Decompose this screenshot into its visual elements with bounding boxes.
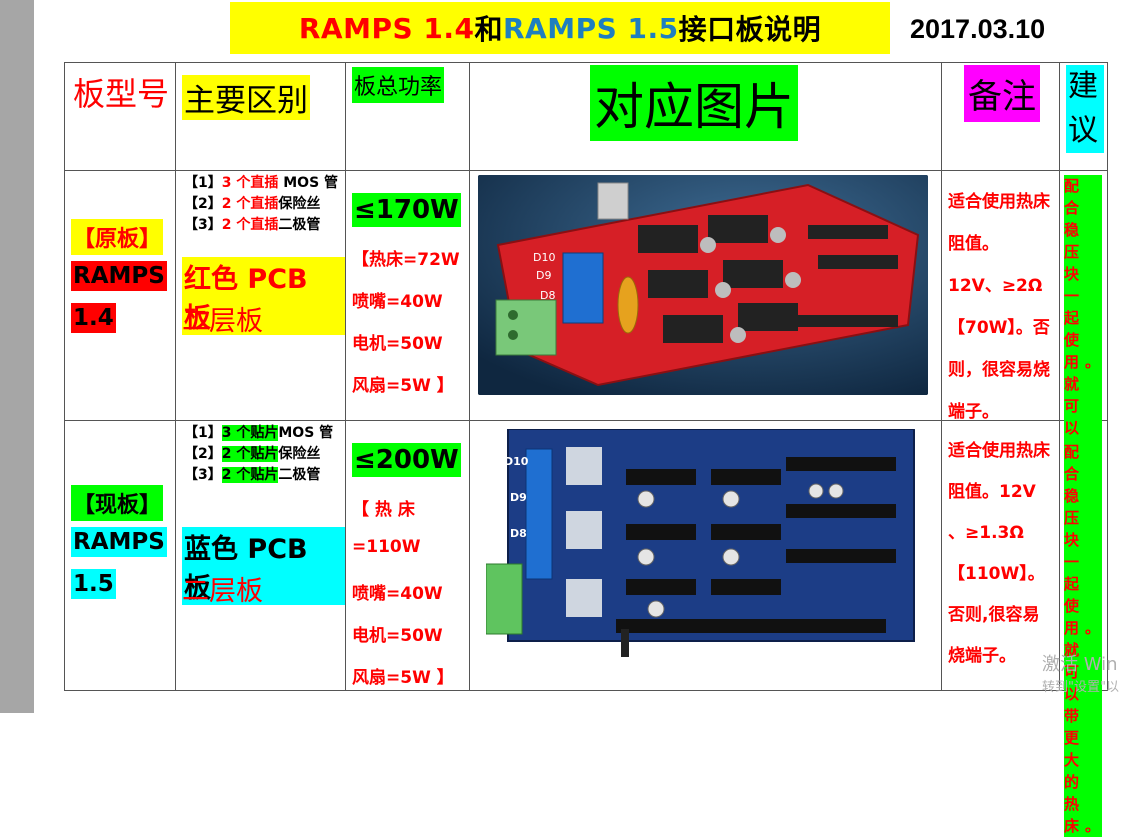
difference-list: 【1】3 个直插 MOS 管 【2】2 个直插保险丝 【3】2 个直插二极管 — [184, 173, 338, 236]
difference-cell: 【1】3 个直插 MOS 管 【2】2 个直插保险丝 【3】2 个直插二极管 红… — [175, 170, 346, 421]
power-item: 喷嘴=40W — [352, 292, 443, 312]
title-suffix: 接口板说明 — [678, 13, 822, 46]
notes-cell: 适合使用热床阻值。12V 、≥1.3Ω【110W】。否则,很容易烧端子。 — [941, 420, 1060, 691]
document-title: RAMPS 1.4 和 RAMPS 1.5 接口板说明 — [230, 2, 890, 54]
board-label-d8: D8 — [510, 527, 527, 540]
model-cell: 【现板】 RAMPS 1.5 — [64, 420, 176, 691]
table-row: 【现板】 RAMPS 1.5 【1】3 个贴片MOS 管 【2】2 个贴片保险丝… — [64, 420, 1108, 837]
pcb-color: 蓝色 PCB 板 — [182, 527, 345, 605]
model-cell: 【原板】 RAMPS 1.4 — [64, 170, 176, 421]
notes-cell: 适合使用热床阻值。12V、≥2Ω【70W】。否则，很容易烧端子。 — [941, 170, 1060, 422]
note-text: 适合使用热床阻值。12V 、≥1.3Ω【110W】。否则,很容易烧端子。 — [948, 441, 1050, 666]
board-label-d9: D9 — [510, 491, 527, 504]
power-item: 【热床=72W — [352, 250, 460, 270]
model-tag: 【原板】 — [71, 219, 164, 255]
header-model: 板型号 — [73, 75, 170, 113]
power-item: 电机=50W — [352, 626, 443, 646]
board-label-d8: D8 — [540, 289, 555, 302]
board-label-d9: D9 — [536, 269, 551, 282]
header-advice: 建议 — [1066, 65, 1104, 153]
power-item: 电机=50W — [352, 334, 443, 354]
power-item: 【 热 床 — [352, 500, 415, 520]
pcb-layers: 二层板 — [182, 576, 263, 607]
advice-cell: 配合稳压块一起使用。就可以带更大的热床。 — [1059, 170, 1108, 571]
header-advice-cell: 建议 — [1059, 62, 1108, 171]
power-cell: ≤170W 【热床=72W 喷嘴=40W 电机=50W 风扇=5W 】 — [345, 170, 470, 421]
power-total: ≤200W — [352, 443, 461, 477]
power-cell: ≤200W 【 热 床 =110W 喷嘴=40W 电机=50W 风扇=5W 】 — [345, 420, 470, 691]
header-picture-cell: 对应图片 — [469, 62, 942, 171]
list-item: 【1】3 个直插 MOS 管 — [184, 175, 339, 191]
ramps14-board-image: D10 D9 D8 — [478, 175, 928, 395]
list-item: 【2】2 个直插保险丝 — [184, 196, 321, 212]
board-label-d10: D10 — [533, 251, 555, 264]
header-row: 板型号 主要区别 板总功率 对应图片 备注 建议 — [64, 62, 1108, 171]
header-notes: 备注 — [964, 65, 1040, 122]
header-difference: 主要区别 — [182, 75, 310, 120]
power-total: ≤170W — [352, 193, 461, 227]
model-name-line2: 1.5 — [71, 569, 116, 599]
difference-cell: 【1】3 个贴片MOS 管 【2】2 个贴片保险丝 【3】2 个贴片二极管 蓝色… — [175, 420, 346, 691]
list-item: 【3】2 个贴片二极管 — [184, 467, 321, 483]
comparison-table: 板型号 主要区别 板总功率 对应图片 备注 建议 【原板】 RAMPS 1.4 … — [64, 62, 1108, 837]
list-item: 【1】3 个贴片MOS 管 — [184, 425, 334, 441]
ramps15-board-image: D10 D9 D8 — [486, 429, 916, 659]
model-name-line1: RAMPS — [71, 527, 167, 557]
header-picture: 对应图片 — [590, 65, 798, 141]
board-label-d10: D10 — [504, 455, 529, 468]
power-item: 风扇=5W 】 — [352, 376, 454, 396]
model-name-line2: 1.4 — [71, 303, 116, 333]
list-item: 【3】2 个直插二极管 — [184, 217, 321, 233]
header-notes-cell: 备注 — [941, 62, 1060, 171]
pcb-layers: 二层板 — [182, 306, 263, 337]
pcb-color: 红色 PCB 板 — [182, 257, 345, 335]
document-date: 2017.03.10 — [910, 14, 1046, 44]
model-tag: 【现板】 — [71, 485, 164, 521]
power-item: 风扇=5W 】 — [352, 668, 454, 688]
header-power: 板总功率 — [352, 67, 445, 103]
difference-list: 【1】3 个贴片MOS 管 【2】2 个贴片保险丝 【3】2 个贴片二极管 — [184, 423, 333, 486]
table-row: 【原板】 RAMPS 1.4 【1】3 个直插 MOS 管 【2】2 个直插保险… — [64, 170, 1108, 571]
picture-cell: D10 D9 D8 — [469, 420, 942, 691]
activation-watermark-sub: 转到"设置"以 — [1042, 680, 1119, 695]
activation-watermark: 激活 Win — [1042, 654, 1118, 675]
title-and: 和 — [474, 13, 503, 46]
note-text: 适合使用热床阻值。12V、≥2Ω【70W】。否则，很容易烧端子。 — [948, 192, 1050, 422]
power-item: =110W — [352, 537, 421, 557]
title-ramps15: RAMPS 1.5 — [503, 11, 679, 45]
title-ramps14: RAMPS 1.4 — [298, 11, 475, 45]
advice-text: 配合稳压块一起使用。就可以带更大的热床。 — [1064, 441, 1107, 837]
model-name-line1: RAMPS — [71, 261, 167, 291]
header-difference-cell: 主要区别 — [175, 62, 346, 171]
header-power-cell: 板总功率 — [345, 62, 470, 171]
power-item: 喷嘴=40W — [352, 584, 443, 604]
list-item: 【2】2 个贴片保险丝 — [184, 446, 321, 462]
header-model-cell: 板型号 — [64, 62, 176, 171]
left-gray-bar — [0, 0, 34, 713]
picture-cell: D10 D9 D8 — [469, 170, 942, 421]
